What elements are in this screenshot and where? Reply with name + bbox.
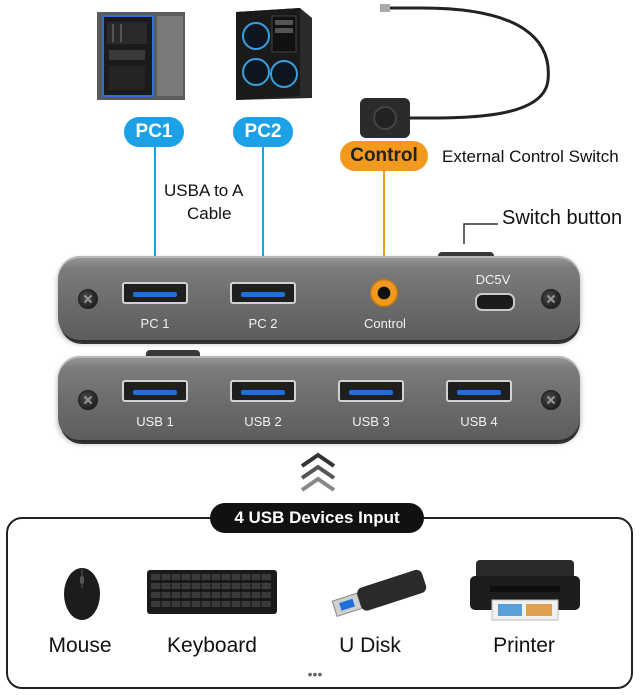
external-control-switch-label: External Control Switch xyxy=(442,147,619,166)
mouse-image xyxy=(60,566,104,622)
device-bottom-top-button xyxy=(146,350,200,359)
switch-button-pointer xyxy=(460,218,500,246)
screw-top-left xyxy=(78,289,98,309)
external-control-switch-image xyxy=(352,0,572,140)
pc1-cable-line xyxy=(154,147,156,287)
dc5v-power-port[interactable] xyxy=(475,293,515,311)
keyboard-image xyxy=(146,569,278,615)
keyboard-label: Keyboard xyxy=(167,634,257,657)
cable-label-line2: Cable xyxy=(187,204,232,223)
pc1-tower-image xyxy=(95,10,187,102)
control-cable-line xyxy=(383,171,385,281)
chevron-up-icon xyxy=(298,452,338,494)
control-label-pill: Control xyxy=(340,141,428,171)
control-port-label: Control xyxy=(364,316,406,331)
pc1-usb-port[interactable] xyxy=(122,282,188,304)
usb1-port[interactable] xyxy=(122,380,188,402)
dc5v-port-label: DC5V xyxy=(475,272,511,287)
usb-disk-label: U Disk xyxy=(339,634,401,657)
pc1-port-label: PC 1 xyxy=(140,316,170,331)
devices-input-banner: 4 USB Devices Input xyxy=(210,503,424,533)
usb2-port-label: USB 2 xyxy=(244,414,282,429)
more-indicator: ••• xyxy=(307,666,323,682)
control-jack[interactable] xyxy=(370,279,398,307)
pc2-tower-image xyxy=(226,6,314,102)
switch-button-label: Switch button xyxy=(502,207,623,229)
pc2-port-label: PC 2 xyxy=(248,316,278,331)
screw-bottom-right xyxy=(541,390,561,410)
cable-label-line1: USBA to A xyxy=(164,181,244,200)
usb1-port-label: USB 1 xyxy=(136,414,174,429)
usb4-port-label: USB 4 xyxy=(460,414,498,429)
usb3-port-label: USB 3 xyxy=(352,414,390,429)
pc1-label-pill: PC1 xyxy=(124,117,184,147)
usb3-port[interactable] xyxy=(338,380,404,402)
mouse-label: Mouse xyxy=(48,634,112,657)
pc2-cable-line xyxy=(262,147,264,287)
screw-top-right xyxy=(541,289,561,309)
usb2-port[interactable] xyxy=(230,380,296,402)
usb-disk-image xyxy=(330,568,430,618)
printer-label: Printer xyxy=(493,634,555,657)
screw-bottom-left xyxy=(78,390,98,410)
printer-image xyxy=(466,556,584,622)
pc2-label-pill: PC2 xyxy=(233,117,293,147)
usb4-port[interactable] xyxy=(446,380,512,402)
pc2-usb-port[interactable] xyxy=(230,282,296,304)
